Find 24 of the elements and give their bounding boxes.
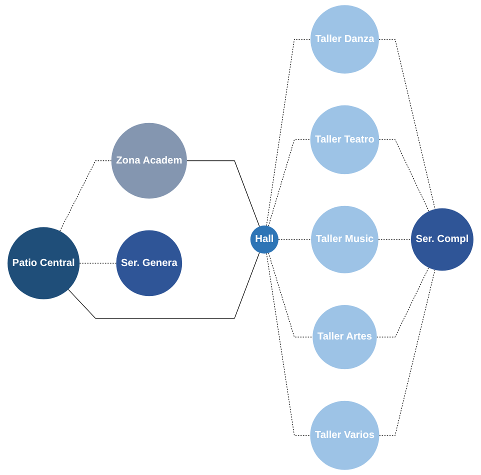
node-circle: Ser. Genera xyxy=(116,230,182,296)
connector xyxy=(79,262,117,264)
node-circle: Taller Teatro xyxy=(310,105,380,174)
connector xyxy=(378,270,436,436)
node-circle: Taller Varios xyxy=(310,400,380,470)
connector xyxy=(60,160,112,232)
connector xyxy=(378,239,412,240)
connector xyxy=(378,139,430,212)
connector xyxy=(266,253,310,436)
connector xyxy=(268,139,311,226)
connector xyxy=(268,252,313,338)
connector xyxy=(186,160,260,227)
node-circle: Taller Music xyxy=(311,206,378,274)
node-circle: Patio Central xyxy=(8,227,80,300)
node-circle: Ser. Compl xyxy=(410,208,474,271)
connector xyxy=(378,39,436,210)
connector xyxy=(266,39,311,226)
node-circle: Hall xyxy=(250,226,278,254)
node-circle: Zona Academ xyxy=(111,122,187,199)
node-circle: Taller Danza xyxy=(310,5,379,74)
node-circle: Taller Artes xyxy=(312,304,377,370)
connector xyxy=(376,267,429,338)
connector xyxy=(68,252,260,319)
connector xyxy=(278,239,312,240)
